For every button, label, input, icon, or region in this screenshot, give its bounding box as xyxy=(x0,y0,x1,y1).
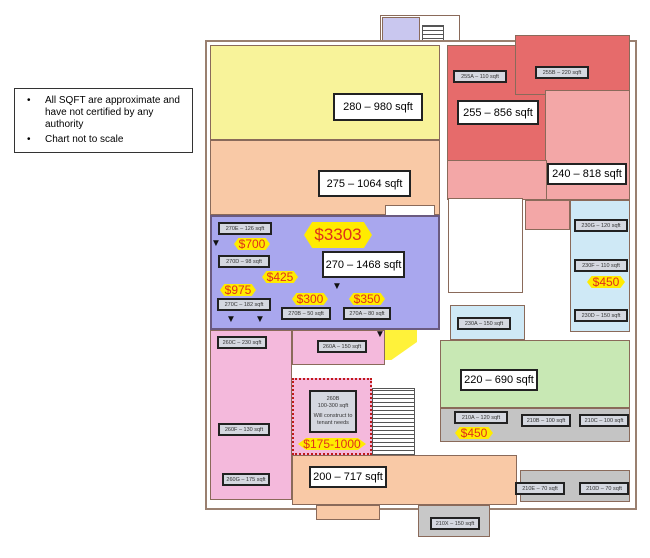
sink-icon: ▼ xyxy=(375,329,385,340)
suite-210E-label: 210E – 70 sqft xyxy=(515,482,565,495)
suite-260 xyxy=(210,330,292,500)
suite-240-label: 240 – 818 sqft xyxy=(547,163,627,185)
suite-260B-note: Will construct to tenant needs xyxy=(313,413,353,426)
suite-255B-room xyxy=(515,35,630,95)
sink-icon: ▼ xyxy=(211,238,221,249)
suite-230D-label: 230D – 150 sqft xyxy=(574,309,628,322)
suite-255A-label: 255A – 110 sqft xyxy=(453,70,507,83)
note: All SQFT are approximate and have not ce… xyxy=(27,95,186,131)
suite-280 xyxy=(210,45,440,140)
suite-220-label: 220 – 690 sqft xyxy=(460,369,538,391)
suite-210A-label: 210A – 120 sqft xyxy=(454,411,508,424)
price-tag-270D: $425 xyxy=(262,271,298,283)
suite-260C-label: 260C – 230 sqft xyxy=(217,336,267,349)
suite-230A-label: 230A – 150 sqft xyxy=(457,317,511,330)
suite-260F-label: 260F – 130 sqft xyxy=(218,423,270,436)
suite-240-lower xyxy=(447,160,547,200)
price-tag-270C: $975 xyxy=(220,284,256,296)
sink-icon: ▼ xyxy=(332,281,342,292)
suite-255B-label: 255B – 220 sqft xyxy=(535,66,589,79)
suite-260B-name: 260B xyxy=(326,396,340,402)
suite-230G-label: 230G – 120 sqft xyxy=(574,219,628,232)
suite-210D-label: 210D – 70 sqft xyxy=(579,482,629,495)
price-tag-270: $3303 xyxy=(304,222,372,248)
suite-270C-label: 270C – 182 sqft xyxy=(217,298,271,311)
suite-240-nook xyxy=(525,200,570,230)
suite-260B-label: 260B 100-300 sqft Will construct to tena… xyxy=(309,390,357,433)
price-tag-230F: $450 xyxy=(587,276,625,288)
sink-icon: ▼ xyxy=(255,314,265,325)
restrooms xyxy=(448,198,523,293)
suite-200-bump xyxy=(316,505,380,520)
suite-260G-label: 260G – 175 sqft xyxy=(222,473,270,486)
stairs xyxy=(372,388,415,455)
sink-icon: ▼ xyxy=(226,314,236,325)
price-tag-270E: $700 xyxy=(234,238,270,250)
suite-260B-size: 100-300 sqft xyxy=(317,403,349,409)
suite-255-label: 255 – 856 sqft xyxy=(457,100,539,125)
suite-230F-label: 230F – 110 sqft xyxy=(574,259,628,272)
suite-270B-label: 270B – 50 sqft xyxy=(281,307,331,320)
suite-275-label: 275 – 1064 sqft xyxy=(318,170,411,197)
suite-210B-label: 210B – 100 sqft xyxy=(521,414,571,427)
suite-270A-label: 270A – 80 sqft xyxy=(343,307,391,320)
suite-200-label: 200 – 717 sqft xyxy=(309,466,387,488)
suite-280-label: 280 – 980 sqft xyxy=(333,93,423,121)
price-tag-210A: $450 xyxy=(455,427,493,439)
suite-270D-label: 270D – 98 sqft xyxy=(218,255,270,268)
suite-210C-label: 210C – 100 sqft xyxy=(579,414,629,427)
price-tag-270B: $300 xyxy=(292,293,328,305)
price-tag-260B: $175-1000 xyxy=(298,438,366,450)
suite-260A-label: 260A – 150 sqft xyxy=(317,340,367,353)
note: Chart not to scale xyxy=(27,134,186,146)
price-tag-270A: $350 xyxy=(349,293,385,305)
suite-210X-label: 210X – 150 sqft xyxy=(430,517,480,530)
notes-box: All SQFT are approximate and have not ce… xyxy=(14,88,193,153)
suite-270-label: 270 – 1468 sqft xyxy=(322,251,405,278)
suite-270E-label: 270E – 126 sqft xyxy=(218,222,272,235)
